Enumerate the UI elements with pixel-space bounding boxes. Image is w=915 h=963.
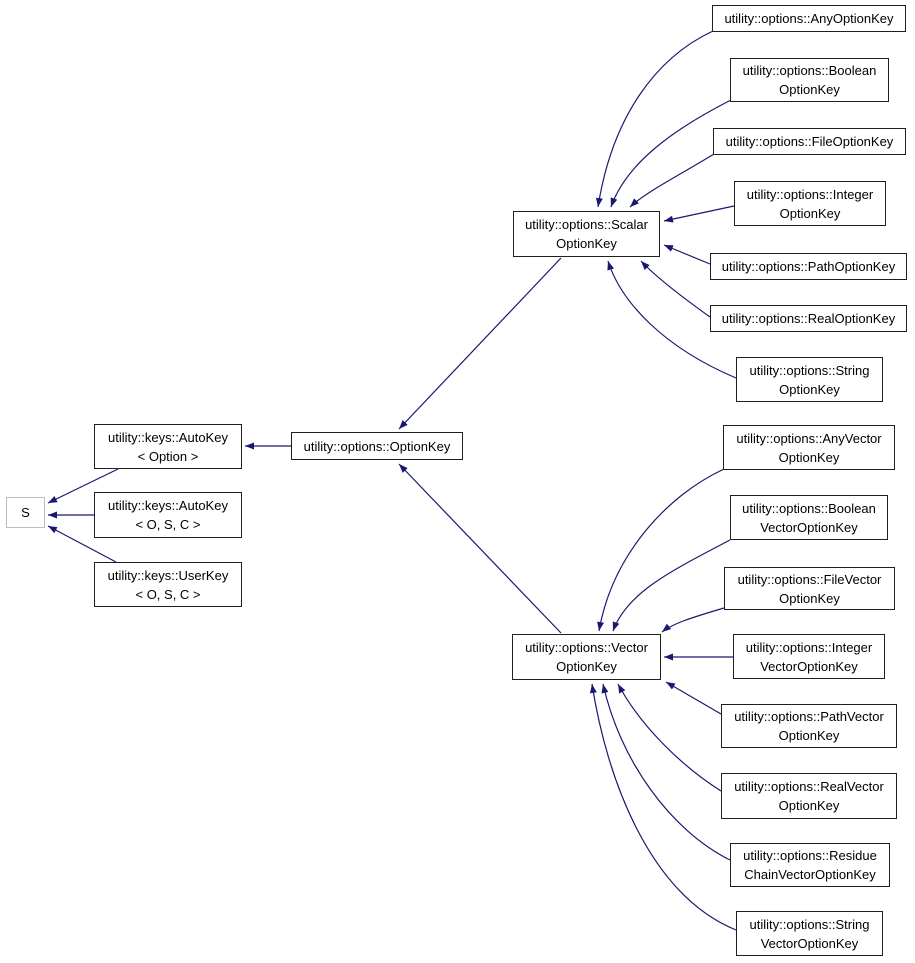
class-node-label: utility::options::Integer OptionKey [746,186,874,221]
edge-fileoptionkey-to-scalar [629,153,715,208]
edge-booleanvector-to-vector [612,539,731,632]
class-node-label: utility::options::String VectorOptionKey [749,916,870,951]
edge-pathvector-to-vector [665,681,722,715]
edge-pathoptionkey-to-scalar [663,244,711,265]
class-node-label: utility::options::Residue ChainVectorOpt… [743,848,877,882]
class-node-autokey-osc[interactable]: utility::keys::AutoKey < O, S, C > [94,492,242,538]
class-node-label: utility::options::OptionKey [303,438,451,454]
class-node-label: utility::options::FileVector OptionKey [737,571,882,606]
edge-realoptionkey-to-scalar [640,260,711,318]
class-node-label: utility::options::Integer VectorOptionKe… [745,639,873,674]
class-node-residuechainvectoroptionkey[interactable]: utility::options::Residue ChainVectorOpt… [730,843,890,887]
class-node-label: utility::keys::AutoKey < O, S, C > [108,498,228,532]
edge-userkey-osc-to-s [47,525,117,563]
edge-stringvector-to-vector [589,683,737,931]
edge-anyoptionkey-to-scalar [595,30,714,208]
class-node-userkey-osc[interactable]: utility::keys::UserKey < O, S, C > [94,562,242,607]
class-node-vectoroptionkey[interactable]: utility::options::Vector OptionKey [512,634,661,680]
class-node-label: utility::options::Boolean OptionKey [742,63,877,97]
class-node-label: utility::options::AnyVector OptionKey [736,430,882,465]
class-node-label: utility::options::Vector OptionKey [525,640,648,674]
class-node-booleanoptionkey[interactable]: utility::options::Boolean OptionKey [730,58,889,102]
class-node-scalaroptionkey[interactable]: utility::options::Scalar OptionKey [513,211,660,257]
edge-autokey-option-to-s [47,468,119,504]
class-node-label: utility::options::RealVector OptionKey [734,779,884,813]
class-node-label: utility::options::String OptionKey [749,362,870,397]
edge-residuechainvector-to-vector [601,683,731,861]
edge-vector-to-optionkey [398,463,562,634]
class-node-label: utility::options::Scalar OptionKey [525,217,648,251]
class-node-booleanvectoroptionkey[interactable]: utility::options::Boolean VectorOptionKe… [730,495,888,540]
class-node-stringvectoroptionkey[interactable]: utility::options::String VectorOptionKey [736,911,883,956]
class-node-label: utility::options::PathOptionKey [721,259,896,274]
class-node-realoptionkey[interactable]: utility::options::RealOptionKey [710,305,907,332]
class-node-anyvectoroptionkey[interactable]: utility::options::AnyVector OptionKey [723,425,895,470]
class-node-label: utility::options::AnyOptionKey [724,11,894,26]
class-node-label: utility::options::PathVector OptionKey [734,709,884,743]
edge-integeroptionkey-to-scalar [663,205,735,223]
class-node-stringoptionkey[interactable]: utility::options::String OptionKey [736,357,883,402]
edge-anyvector-to-vector [597,468,725,632]
class-node-fileoptionkey[interactable]: utility::options::FileOptionKey [713,128,906,155]
edge-scalar-to-optionkey [398,257,562,430]
class-node-autokey-option[interactable]: utility::keys::AutoKey < Option > [94,424,242,469]
edge-filevector-to-vector [661,607,725,633]
class-node-integervectoroptionkey[interactable]: utility::options::Integer VectorOptionKe… [733,634,885,679]
edge-booleanoptionkey-to-scalar [610,99,732,208]
class-node-integeroptionkey[interactable]: utility::options::Integer OptionKey [734,181,886,226]
class-node-pathvectoroptionkey[interactable]: utility::options::PathVector OptionKey [721,704,897,748]
class-node-optionkey[interactable]: utility::options::OptionKey [291,432,463,460]
class-node-label: utility::options::FileOptionKey [725,134,894,149]
class-node-label: utility::options::RealOptionKey [721,311,896,326]
edge-realvector-to-vector [617,683,722,792]
edge-stringoptionkey-to-scalar [607,260,737,379]
class-node-s: S [6,497,45,528]
class-node-pathoptionkey[interactable]: utility::options::PathOptionKey [710,253,907,280]
class-node-filevectoroptionkey[interactable]: utility::options::FileVector OptionKey [724,567,895,610]
class-node-label: S [21,505,30,520]
class-node-label: utility::options::Boolean VectorOptionKe… [742,500,876,535]
class-node-anyoptionkey[interactable]: utility::options::AnyOptionKey [712,5,906,32]
class-node-label: utility::keys::AutoKey < Option > [108,429,228,464]
class-node-label: utility::keys::UserKey < O, S, C > [107,567,229,602]
class-node-realvectoroptionkey[interactable]: utility::options::RealVector OptionKey [721,773,897,819]
